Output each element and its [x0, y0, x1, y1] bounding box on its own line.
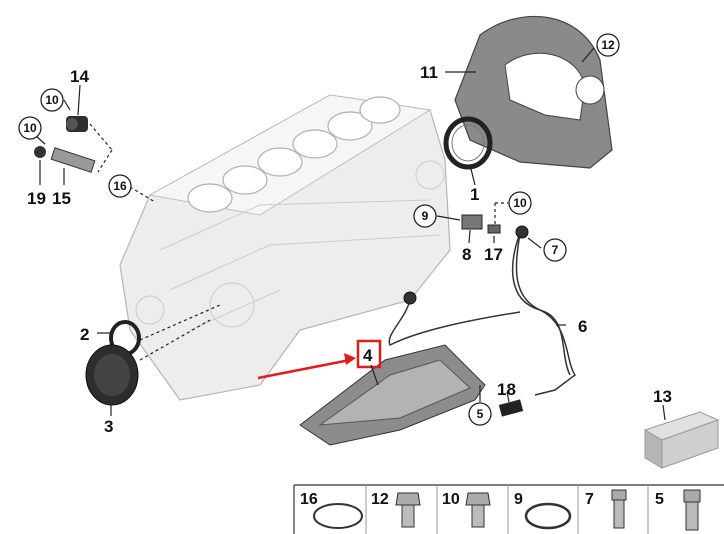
- seal-ring: [443, 116, 493, 170]
- sensor-14: [66, 116, 88, 132]
- legend-bolt-10: [465, 492, 491, 528]
- callout-7: 7: [552, 243, 559, 257]
- callout-14: 14: [70, 67, 89, 86]
- callout-12: 12: [601, 38, 615, 52]
- callout-9: 9: [422, 209, 429, 223]
- parts-box: [643, 411, 720, 469]
- legend-num-12: 12: [371, 491, 389, 508]
- callout-19: 19: [27, 189, 46, 208]
- legend-seal-16: [313, 503, 363, 529]
- bolt-17: [487, 224, 501, 234]
- shield-plate: [299, 344, 486, 446]
- legend-num-10: 10: [442, 491, 460, 508]
- sealing-cover: [85, 344, 139, 406]
- legend-num-5: 5: [655, 491, 664, 508]
- callout-10-left: 10: [23, 121, 37, 135]
- seal-19: [34, 146, 46, 158]
- callout-2: 2: [80, 325, 89, 344]
- callout-4: 4: [363, 346, 373, 365]
- callout-6: 6: [578, 317, 587, 336]
- legend-bolt-12: [395, 492, 421, 528]
- leader-lines: [35, 47, 666, 421]
- knock-sensor-7: [515, 225, 529, 239]
- legend-num-9: 9: [514, 491, 523, 508]
- legend-strip: 16 12 10 9 7 5: [293, 484, 724, 534]
- wiring-harness: [388, 232, 577, 396]
- callout-13: 13: [653, 387, 672, 406]
- sensor-8: [461, 214, 483, 230]
- legend-seal-9: [524, 502, 572, 530]
- callout-5: 5: [477, 407, 484, 421]
- legend-bolt-5: [683, 489, 701, 531]
- cover-plate: [454, 15, 613, 169]
- highlight-arrow: [257, 358, 351, 380]
- callout-16: 16: [113, 179, 127, 193]
- sensor-15: [50, 147, 96, 173]
- callout-10-top: 10: [45, 93, 59, 107]
- legend-num-16: 16: [300, 491, 318, 508]
- knock-sensor-8: [403, 291, 417, 305]
- callout-8: 8: [462, 245, 471, 264]
- callout-18: 18: [497, 380, 516, 399]
- engine-block: [119, 94, 451, 401]
- callout-3: 3: [104, 417, 113, 436]
- callout-15: 15: [52, 189, 71, 208]
- callout-10-right: 10: [513, 196, 527, 210]
- highlight-arrow-head: [344, 353, 356, 365]
- callouts: 11 12 1 2 3 4 5 6 7 8 9 10 17 13 14 10 1…: [18, 33, 672, 436]
- legend-bolt-7: [611, 489, 627, 529]
- legend-num-7: 7: [585, 491, 594, 508]
- callout-11: 11: [420, 63, 438, 82]
- callout-1: 1: [470, 185, 479, 204]
- plug-18: [498, 399, 524, 417]
- highlight-box: [356, 339, 382, 369]
- callout-17: 17: [484, 245, 503, 264]
